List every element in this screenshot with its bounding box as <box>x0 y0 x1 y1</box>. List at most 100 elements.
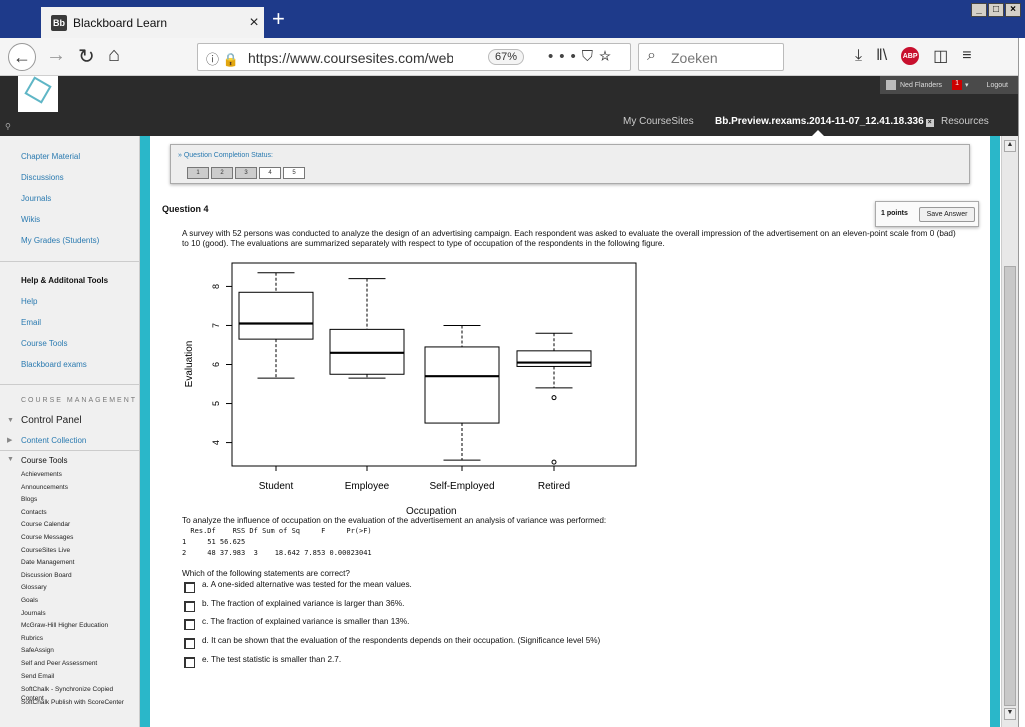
minimize-icon[interactable]: _ <box>971 3 987 17</box>
search-input[interactable]: ⌕ Zoeken <box>638 43 784 71</box>
status-cell-4[interactable]: 4 <box>259 167 281 179</box>
sidebar-tool-item[interactable]: SoftChalk - Synchronize Copied Content <box>21 686 114 703</box>
forward-arrow-icon[interactable]: → <box>46 44 66 66</box>
maximize-icon[interactable]: □ <box>988 3 1004 17</box>
browser-tab[interactable]: Bb Blackboard Learn × <box>41 7 264 38</box>
sidebar-tool-item[interactable]: McGraw-Hill Higher Education <box>21 622 109 630</box>
sidebar-tool-item[interactable]: Self and Peer Assessment <box>21 660 98 667</box>
sidebar-item-blackboard-exams[interactable]: Blackboard exams <box>21 360 87 369</box>
sidebar-tool-item[interactable]: CourseSites Live <box>21 546 71 554</box>
url-bar[interactable]: ⓘ 🔒 https://www.coursesites.com/webapps … <box>197 43 631 71</box>
sidebar-tool-item[interactable]: Contacts <box>21 508 47 516</box>
back-arrow-icon[interactable]: ← <box>8 43 36 71</box>
library-icon[interactable]: ‖\ <box>876 47 888 64</box>
sidebar-tool-item[interactable]: Goals <box>21 597 38 604</box>
sidebar-tool-item[interactable]: Rubrics <box>21 634 44 642</box>
sidebar-tool-item[interactable]: Glossary <box>21 584 47 592</box>
nav-resources[interactable]: Resources <box>941 116 989 127</box>
sidebar-item-chapter-material[interactable]: Chapter Material <box>21 152 81 161</box>
chevron-down-icon[interactable]: ▼ <box>7 417 14 424</box>
sidebar-tool-item[interactable]: Discussion Board <box>21 571 72 579</box>
sidebar-tool-item[interactable]: Date Management <box>21 559 75 567</box>
completion-status-label[interactable]: » Question Completion Status: <box>178 152 273 159</box>
close-window-icon[interactable]: × <box>1005 3 1021 17</box>
browser-nav-bar: ← → ↻ ⌂ ⓘ 🔒 https://www.coursesites.com/… <box>0 38 1025 76</box>
sidebar-tool-item[interactable]: Achievements <box>21 471 62 478</box>
option-c-checkbox[interactable] <box>184 619 195 630</box>
x-tick-label: Student <box>259 481 294 492</box>
option-c[interactable]: c. The fraction of explained variance is… <box>184 617 409 630</box>
option-b[interactable]: b. The fraction of explained variance is… <box>184 599 404 612</box>
options-prompt: Which of the following statements are co… <box>182 569 350 578</box>
save-answer-button[interactable]: Save Answer <box>919 207 975 222</box>
scrollbar-thumb[interactable] <box>1004 266 1016 706</box>
option-b-text: b. The fraction of explained variance is… <box>202 599 405 608</box>
chevron-right-icon[interactable]: ▶ <box>7 437 13 444</box>
option-e-checkbox[interactable] <box>184 657 195 668</box>
nav-my-coursesites[interactable]: My CourseSites <box>623 116 694 127</box>
content-scrollbar[interactable]: ▲ ▼ <box>1001 136 1018 727</box>
pin-icon[interactable]: ⚲ <box>5 122 11 131</box>
anova-line-2: 2 48 37.983 3 18.642 7.853 0.00023041 <box>182 549 372 557</box>
sidebar-tool-item[interactable]: Send Email <box>21 672 55 680</box>
url-text: https://www.coursesites.com/webapps <box>248 50 453 66</box>
status-cell-2[interactable]: 2 <box>211 167 233 179</box>
reload-icon[interactable]: ↻ <box>78 46 95 68</box>
points-label: 1 points <box>881 210 908 217</box>
chevron-down-icon[interactable]: ▾ <box>965 82 969 89</box>
anova-line-1: 1 51 56.625 <box>182 538 246 546</box>
option-d-checkbox[interactable] <box>184 638 195 649</box>
nav-course[interactable]: Bb.Preview.rexams.2014-11-07_12.41.18.33… <box>715 116 934 127</box>
search-icon: ⌕ <box>647 47 656 64</box>
course-tools-heading[interactable]: Course Tools <box>21 456 68 465</box>
zoom-level[interactable]: 67% <box>488 49 525 65</box>
home-icon[interactable]: ⌂ <box>108 44 121 66</box>
sidebar-tool-item[interactable]: SoftChalk Publish with ScoreCenter <box>21 698 124 706</box>
logout-link[interactable]: Logout <box>986 81 1008 89</box>
notification-badge[interactable]: 1 <box>952 80 963 90</box>
status-cell-1[interactable]: 1 <box>187 167 209 179</box>
sidebar-icon[interactable]: ◫ <box>933 48 949 65</box>
user-name[interactable]: Ned Flanders <box>900 81 943 89</box>
sidebar-item-course-tools[interactable]: Course Tools <box>21 339 68 348</box>
sidebar-tool-item[interactable]: Journals <box>21 609 46 617</box>
sidebar-item-wikis[interactable]: Wikis <box>21 215 41 224</box>
option-d[interactable]: d. It can be shown that the evaluation o… <box>184 636 600 649</box>
content-frame-right <box>990 136 1000 727</box>
scroll-up-icon[interactable]: ▲ <box>1004 140 1016 152</box>
sidebar-item-help[interactable]: Help <box>21 297 38 306</box>
sidebar-tool-item[interactable]: Announcements <box>21 483 68 491</box>
new-tab-icon[interactable]: + <box>272 6 285 31</box>
x-axis-label: Occupation <box>406 506 457 517</box>
sidebar-tool-item[interactable]: SafeAssign <box>21 647 54 655</box>
x-tick-label: Retired <box>538 481 570 492</box>
page-actions-icon[interactable]: •••⛉☆ <box>548 48 618 65</box>
sidebar-tool-item[interactable]: Blogs <box>21 496 38 504</box>
chevron-down-icon[interactable]: ▼ <box>7 456 14 463</box>
option-a[interactable]: a. A one-sided alternative was tested fo… <box>184 580 412 593</box>
coursesites-logo-icon[interactable] <box>18 76 58 112</box>
sidebar-tool-item[interactable]: Course Calendar <box>21 521 71 529</box>
points-box: 1 points Save Answer <box>875 201 979 227</box>
close-icon[interactable]: × <box>925 119 934 127</box>
sidebar-item-content-collection[interactable]: Content Collection <box>21 436 87 445</box>
option-a-checkbox[interactable] <box>184 582 195 593</box>
sidebar-item-discussions[interactable]: Discussions <box>21 173 64 182</box>
box-self-employed <box>424 346 500 424</box>
scroll-down-icon[interactable]: ▼ <box>1004 708 1016 720</box>
option-b-checkbox[interactable] <box>184 601 195 612</box>
status-cell-3[interactable]: 3 <box>235 167 257 179</box>
status-cell-5[interactable]: 5 <box>283 167 305 179</box>
site-info-icon[interactable]: ⓘ 🔒 <box>206 52 239 67</box>
menu-icon[interactable]: ≡ <box>962 47 972 64</box>
sidebar-item-journals[interactable]: Journals <box>21 194 52 203</box>
sidebar-tool-item[interactable]: Course Messages <box>21 534 74 541</box>
box-retired <box>516 350 592 367</box>
download-icon[interactable]: ⤓ <box>855 47 863 64</box>
control-panel-heading[interactable]: Control Panel <box>21 415 82 426</box>
option-e[interactable]: e. The test statistic is smaller than 2.… <box>184 655 341 668</box>
adblock-icon[interactable]: ABP <box>901 47 920 65</box>
sidebar-item-email[interactable]: Email <box>21 318 42 327</box>
sidebar-item-my-grades[interactable]: My Grades (Students) <box>21 236 100 245</box>
close-tab-icon[interactable]: × <box>249 13 259 31</box>
